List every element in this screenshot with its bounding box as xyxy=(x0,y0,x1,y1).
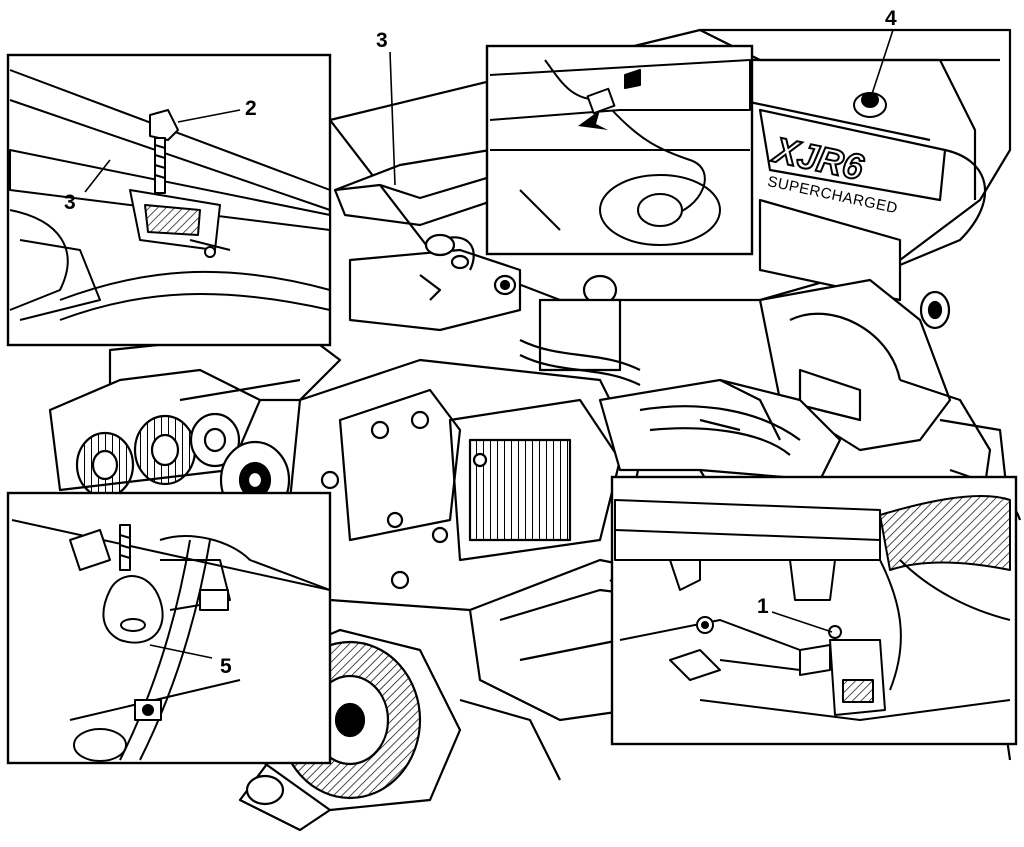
inset-clip-5 xyxy=(6,491,332,765)
leader-1 xyxy=(771,611,833,633)
bolt-4 xyxy=(853,92,887,118)
callout-4: 4 xyxy=(885,7,897,30)
main-leaders xyxy=(389,29,894,186)
fuel-rail-cover xyxy=(333,148,622,372)
callout-5: 5 xyxy=(220,655,232,678)
leader-4 xyxy=(869,29,894,101)
callout-3-inset: 3 xyxy=(64,191,76,214)
supercharger xyxy=(288,358,642,612)
inset-sensor-connector xyxy=(485,44,754,256)
inset-connector-1 xyxy=(610,475,1018,746)
callout-2: 2 xyxy=(245,97,257,120)
intake-duct xyxy=(598,378,842,482)
leader-3-inset xyxy=(84,159,111,193)
leader-2 xyxy=(177,109,241,123)
leader-3-main xyxy=(389,51,396,186)
callout-3-main: 3 xyxy=(376,29,388,52)
callout-1: 1 xyxy=(757,595,769,618)
arrow-icon xyxy=(578,110,608,130)
inset-bracket-bolt xyxy=(6,53,332,347)
leader-5 xyxy=(149,644,213,659)
